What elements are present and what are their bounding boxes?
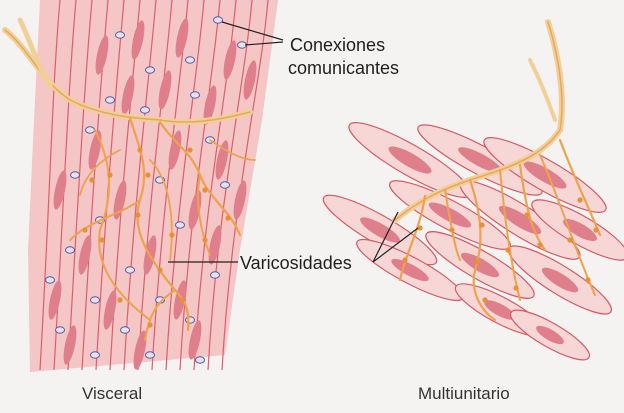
gap-junction xyxy=(46,277,55,283)
gap-junction xyxy=(121,327,130,333)
gap-junction xyxy=(91,352,100,358)
gap-junction xyxy=(176,222,185,228)
gap-junction xyxy=(116,32,125,38)
gap-junction xyxy=(106,97,115,103)
gap-junction xyxy=(71,172,80,178)
gap-junction xyxy=(146,352,155,358)
multiunit-caption: Multiunitario xyxy=(418,384,510,404)
gap-junction xyxy=(86,127,95,133)
visceral-muscle-group xyxy=(5,0,278,372)
gap-junction xyxy=(91,297,100,303)
gap-junction xyxy=(126,267,135,273)
varicosities-label: Varicosidades xyxy=(240,253,352,273)
gap-junction xyxy=(66,247,75,253)
gap-junctions-label-line2: comunicantes xyxy=(288,58,399,78)
gap-junctions-label-line1: Conexiones xyxy=(290,35,385,55)
gap-junction xyxy=(214,17,223,23)
gap-junction xyxy=(191,92,200,98)
gap-junction xyxy=(221,182,230,188)
gap-junction xyxy=(186,317,195,323)
visceral-caption: Visceral xyxy=(82,384,142,404)
gap-junction xyxy=(146,67,155,73)
gap-junction xyxy=(186,57,195,63)
gap-junction xyxy=(211,272,220,278)
gap-junction xyxy=(196,357,205,363)
gap-junction xyxy=(56,327,65,333)
gap-junction xyxy=(141,107,150,113)
multiunit-cells xyxy=(317,112,624,368)
